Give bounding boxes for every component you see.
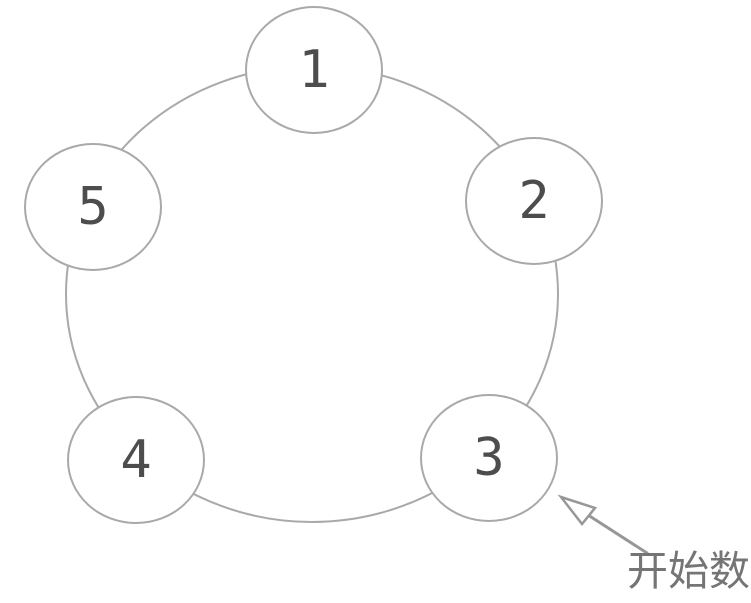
- node-2-label: 2: [518, 171, 550, 231]
- node-4-label: 4: [120, 430, 152, 490]
- node-3: 3: [420, 394, 558, 522]
- node-5-label: 5: [77, 177, 109, 237]
- node-2: 2: [465, 137, 603, 265]
- arrow-shaft: [586, 513, 649, 555]
- node-3-label: 3: [473, 428, 505, 488]
- arrow-head-icon: [557, 494, 598, 527]
- start-label: 开始数: [627, 547, 750, 595]
- node-5: 5: [24, 143, 162, 271]
- node-4: 4: [67, 396, 205, 524]
- node-1: 1: [245, 6, 383, 134]
- node-1-label: 1: [298, 40, 330, 100]
